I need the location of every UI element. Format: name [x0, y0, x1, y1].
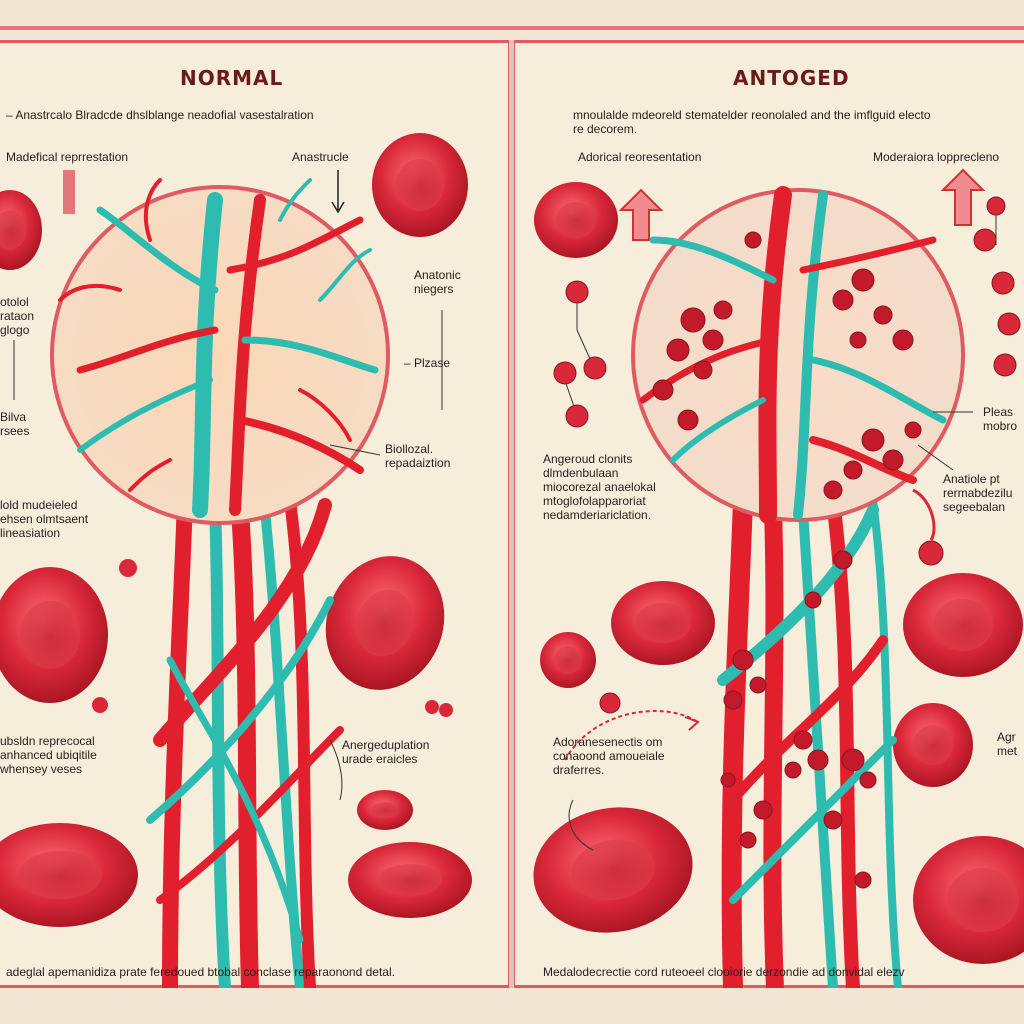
antoged-panel: ANTOGED mnoulalde mdeoreld stematelder r… [513, 40, 1024, 988]
molecule-chain [553, 280, 607, 428]
red-blood-cell [533, 807, 693, 933]
antoged-header-text: mnoulalde mdeoreld stematelder reonolale… [573, 108, 931, 136]
red-blood-cell [534, 182, 618, 258]
vessel-bundle [146, 492, 344, 988]
normal-illustration [0, 133, 472, 988]
label-agr: Agr met [997, 730, 1018, 758]
blood-dot [92, 697, 108, 713]
leader-line [912, 488, 936, 541]
normal-caption: adeglal apemanidiza prate feredoued btob… [6, 965, 395, 979]
clot-cluster [720, 550, 877, 889]
blood-dot [119, 559, 137, 577]
label-adorical-representation: Adorical reoresentation [578, 150, 702, 164]
normal-header-text: – Anastrcalo Blradcde dhslblange neadofi… [6, 108, 314, 122]
red-blood-cell [893, 703, 973, 787]
label-anergeduplation: Anergeduplation urade eraicles [342, 738, 430, 766]
red-blood-cell [611, 581, 715, 665]
leader-line [568, 799, 594, 851]
label-anastrucle: Anastrucle [292, 150, 349, 164]
leader-line [329, 739, 343, 801]
label-moderaiora: Moderaiora lopprecleno [873, 150, 1000, 164]
normal-panel: NORMAL – Anastrcalo Blradcde dhslblange … [0, 40, 508, 988]
antoged-caption: Medalodecrectie cord ruteoeel clooiorie … [543, 965, 905, 979]
antoged-title: ANTOGED [733, 66, 850, 90]
top-frame [0, 0, 1024, 43]
blood-dot [918, 540, 944, 566]
red-blood-cell [0, 567, 108, 703]
label-otolol: otolol rataon glogo [0, 295, 35, 337]
label-anatiole: Anatiole pt rermabdezilu segeebalan [943, 472, 1013, 514]
leader-line [329, 444, 381, 456]
label-anatonic-niegers: Anatonic niegers [414, 268, 461, 296]
marker-bar [63, 170, 75, 214]
red-blood-cell [357, 790, 413, 830]
red-blood-cell [348, 842, 472, 918]
blood-dot [439, 703, 453, 717]
normal-title: NORMAL [180, 66, 284, 90]
red-blood-cell [0, 823, 138, 927]
label-subsidium: ubsldn reprecocal anhanced ubiqitile whe… [0, 734, 97, 776]
red-blood-cell [913, 836, 1024, 964]
red-blood-cell [540, 632, 596, 688]
red-blood-cell [903, 573, 1023, 677]
label-medical-representation: Madefical reprrestation [6, 150, 129, 164]
label-angeroud-clonits: Angeroud clonits dlmdenbulaan miocorezal… [543, 452, 656, 522]
arrow-up-icon [940, 168, 986, 226]
pointer-arrow [331, 170, 345, 214]
leader-line [564, 710, 699, 761]
molecule-chain [973, 196, 1021, 377]
label-biological-representation: Biollozal. repadaiztion [385, 442, 451, 470]
blood-dot [599, 692, 621, 714]
antoged-illustration [533, 168, 1024, 988]
label-bilva: Bilva rsees [0, 410, 30, 438]
label-hold-molecular: lold mudeieled ehsen olmtsaent lineasiat… [0, 498, 89, 540]
label-pleas-mobro: Pleas mobro [983, 405, 1018, 433]
normal-magnified-view [50, 178, 390, 525]
red-blood-cell [372, 133, 468, 237]
bottom-frame [0, 985, 1024, 1024]
label-plzase: – Plzase [404, 356, 451, 370]
panel-divider [508, 40, 515, 988]
antoged-magnified-view [631, 186, 965, 524]
red-blood-cell [0, 190, 42, 270]
red-blood-cell [325, 556, 445, 690]
arrow-up-icon [618, 188, 664, 241]
leader-line [917, 444, 954, 471]
pointer-arrow [684, 716, 700, 731]
vessel-bundle [717, 490, 902, 988]
blood-dot [425, 700, 439, 714]
label-adoranesenectis: Adoranesenectis om conaoond amoueiale dr… [553, 735, 665, 777]
